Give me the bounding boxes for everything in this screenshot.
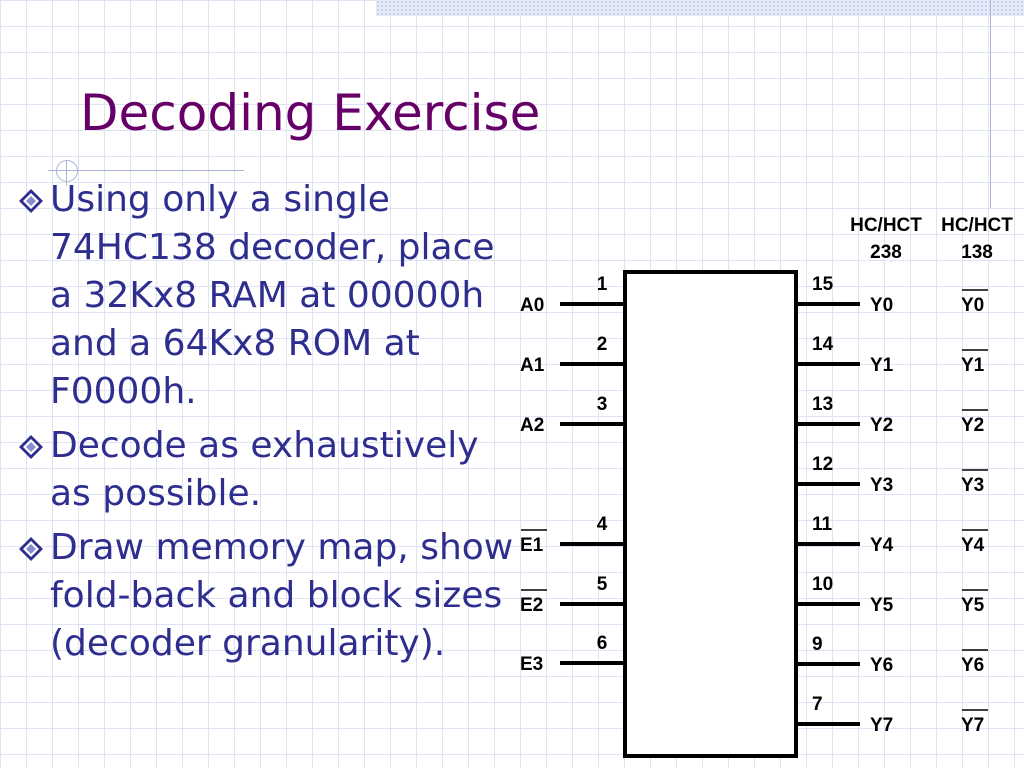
output-pin-number: 7 <box>812 694 823 715</box>
header-238-line2: 238 <box>870 242 902 263</box>
output-label-238: Y7 <box>870 715 893 736</box>
output-label-138: Y3 <box>961 475 984 496</box>
output-pin-number: 13 <box>812 394 833 415</box>
output-label-138: Y4 <box>961 535 985 556</box>
output-pin-number: 15 <box>812 274 834 295</box>
input-pin-label: E3 <box>520 654 543 675</box>
output-label-138: Y7 <box>961 715 984 736</box>
output-label-238: Y1 <box>870 355 894 376</box>
decoder-chip-body <box>623 270 798 758</box>
bullet-item: Using only a single 74HC138 decoder, pla… <box>14 176 524 416</box>
slide-title: Decoding Exercise <box>80 84 541 142</box>
input-pin-number: 3 <box>597 394 608 415</box>
input-pin-label: E1 <box>520 535 544 556</box>
output-label-238: Y5 <box>870 595 894 616</box>
header-138-line1: HC/HCT <box>941 215 1013 236</box>
bullet-list: Using only a single 74HC138 decoder, pla… <box>14 176 524 674</box>
input-pin-number: 6 <box>597 633 608 654</box>
output-label-138: Y6 <box>961 655 984 676</box>
bullet-item: Draw memory map, show fold-back and bloc… <box>14 524 524 668</box>
output-label-138: Y2 <box>961 415 984 436</box>
output-label-238: Y6 <box>870 655 893 676</box>
input-pin-number: 4 <box>597 514 608 535</box>
output-label-138: Y5 <box>961 595 985 616</box>
output-pin-number: 10 <box>812 574 833 595</box>
decorative-rule-vertical <box>990 0 991 208</box>
output-label-238: Y0 <box>870 295 893 316</box>
output-label-138: Y0 <box>961 295 984 316</box>
bullet-text: Using only a single 74HC138 decoder, pla… <box>50 179 495 412</box>
diamond-bullet-icon <box>19 435 43 459</box>
bullet-item: Decode as exhaustively as possible. <box>14 422 524 518</box>
header-238-line1: HC/HCT <box>850 215 922 236</box>
output-pin-number: 11 <box>812 514 833 535</box>
header-138-line2: 138 <box>961 242 993 263</box>
bullet-text: Decode as exhaustively as possible. <box>50 425 479 514</box>
input-pin-number: 2 <box>597 334 608 355</box>
input-pin-label: A0 <box>520 295 544 316</box>
decorative-circle <box>56 160 78 182</box>
input-pin-number: 1 <box>597 274 608 295</box>
bullet-text: Draw memory map, show fold-back and bloc… <box>50 527 514 664</box>
input-pin-label: A2 <box>520 415 544 436</box>
input-pin-label: A1 <box>520 355 545 376</box>
input-pin-number: 5 <box>597 574 608 595</box>
diamond-bullet-icon <box>19 537 43 561</box>
decorative-rule-horizontal <box>48 170 244 171</box>
decoder-diagram: HC/HCT 238 HC/HCT 138 1A0 2A1 3A2 4E1 5E2 6E3… <box>520 215 1013 758</box>
top-decoration-band <box>376 0 1024 16</box>
output-pin-number: 12 <box>812 454 833 475</box>
output-pin-number: 14 <box>812 334 834 355</box>
diamond-bullet-icon <box>19 189 43 213</box>
input-pin-label: E2 <box>520 595 543 616</box>
output-pin-number: 9 <box>812 634 823 655</box>
output-label-138: Y1 <box>961 355 985 376</box>
output-label-238: Y3 <box>870 475 893 496</box>
output-label-238: Y2 <box>870 415 893 436</box>
input-pins: 1A0 2A1 3A2 4E1 5E2 6E3 <box>520 274 625 675</box>
output-label-238: Y4 <box>870 535 894 556</box>
